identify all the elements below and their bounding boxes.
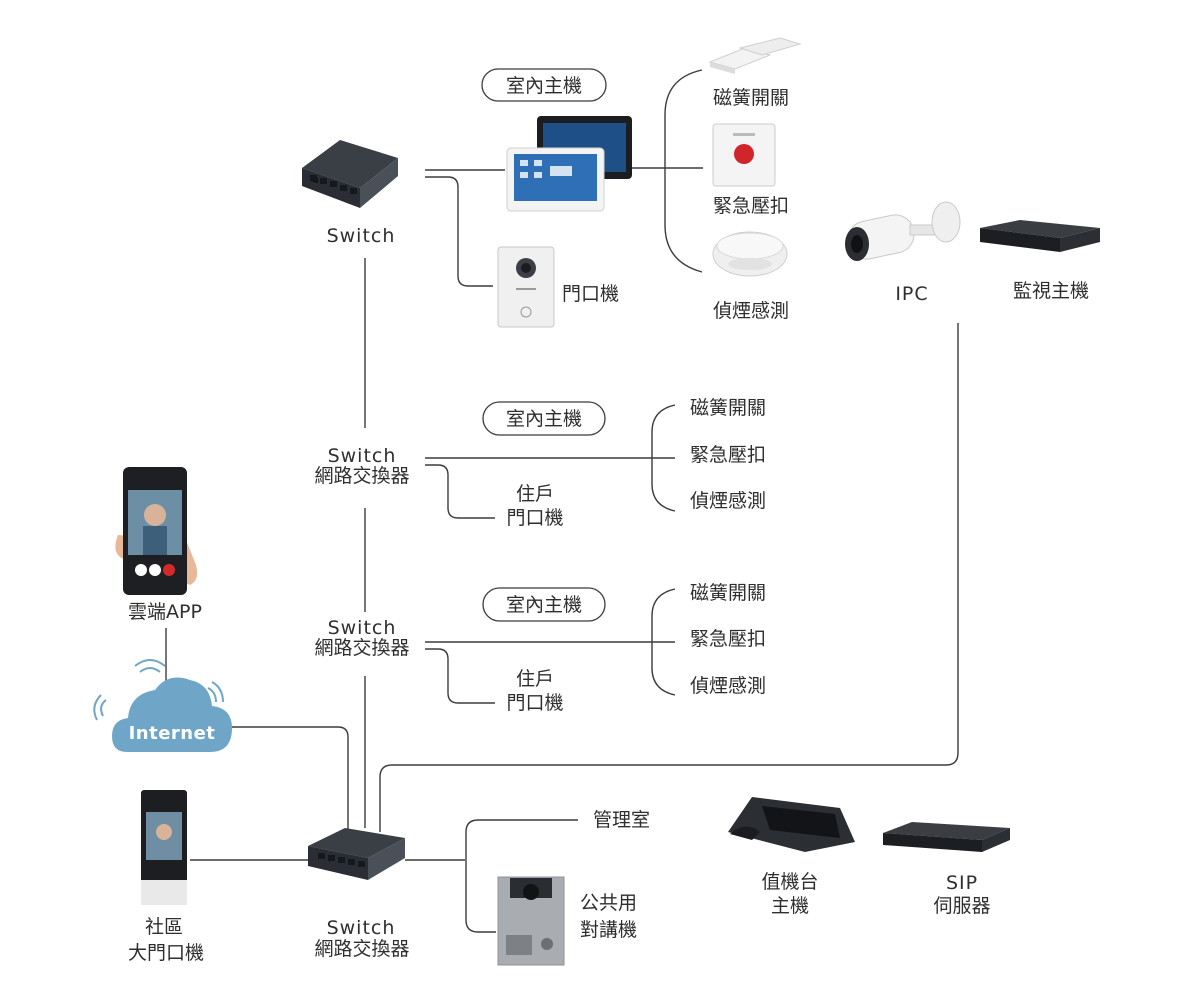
floor2-resident-label: 住戶 — [516, 668, 554, 690]
floor1-resident-label: 住戶 — [516, 483, 554, 505]
floor2-bracket — [651, 588, 676, 696]
wire-switch-door — [425, 176, 493, 287]
svg-text:室內主機: 室內主機 — [506, 408, 582, 430]
floor1-sensor-emergency: 緊急壓扣 — [690, 444, 766, 466]
ipc-camera-device — [845, 201, 961, 261]
top-indoor-pill: 室內主機 — [481, 68, 607, 102]
sip-sublabel: 伺服器 — [933, 895, 990, 917]
wifi-icon — [93, 659, 224, 721]
community-gate-label: 社區 — [145, 916, 183, 938]
mgmt-bracket — [465, 819, 578, 933]
ipc-label: IPC — [895, 283, 928, 305]
console-device — [728, 797, 855, 852]
indoor-monitor-device — [506, 116, 632, 212]
internet-label: Internet — [129, 723, 216, 744]
floor1-resident-sublabel: 門口機 — [506, 507, 563, 529]
floor2-sensor-reed: 磁簧開關 — [690, 582, 766, 604]
floor2-resident-line — [425, 648, 495, 704]
top-switch-label: Switch — [327, 225, 396, 247]
floor1-resident-line — [425, 464, 495, 519]
connection-lines — [165, 69, 959, 933]
community-gate-device — [141, 790, 187, 905]
bottom-switch-sublabel: 網路交換器 — [314, 938, 409, 960]
door-station-label: 門口機 — [562, 283, 619, 305]
top-sensor-smoke: 偵煙感測 — [713, 300, 789, 322]
smoke-detector-device — [712, 231, 788, 277]
floor1-switch-label: Switch — [328, 445, 397, 467]
floor2-sensor-emergency: 緊急壓扣 — [690, 628, 766, 650]
bottom-switch-device — [308, 828, 405, 880]
bottom-switch-label: Switch — [327, 917, 396, 939]
console-label: 值機台 — [761, 871, 818, 893]
floor2-switch-label: Switch — [328, 617, 397, 639]
top-sensor-reed: 磁簧開關 — [713, 87, 789, 109]
public-intercom-device — [497, 876, 565, 966]
public-intercom-label: 公共用 — [580, 892, 637, 914]
sip-label: SIP — [946, 872, 978, 894]
public-intercom-sublabel: 對講機 — [580, 919, 637, 941]
wire-ipc-switch — [379, 323, 959, 832]
floor1-sensor-reed: 磁簧開關 — [690, 397, 766, 419]
floor1-indoor-pill: 室內主機 — [482, 401, 606, 436]
svg-text:室內主機: 室內主機 — [506, 594, 582, 616]
emergency-button-device — [712, 123, 776, 187]
top-switch-device — [302, 140, 398, 208]
console-sublabel: 主機 — [771, 895, 809, 917]
svg-text:室內主機: 室內主機 — [506, 75, 582, 97]
wire-internet-switch — [232, 726, 349, 830]
floor2-switch-sublabel: 網路交換器 — [314, 637, 409, 659]
floor2-indoor-pill: 室內主機 — [482, 587, 606, 622]
community-gate-sublabel: 大門口機 — [128, 942, 204, 964]
cloud-app-label: 雲端APP — [128, 601, 202, 623]
floor1-sensor-smoke: 偵煙感測 — [690, 490, 766, 512]
sensor-bracket-top — [664, 69, 703, 273]
internet-cloud: Internet — [93, 659, 232, 752]
nvr-label: 監視主機 — [1013, 280, 1089, 302]
floor2-resident-sublabel: 門口機 — [506, 692, 563, 714]
reed-switch-device — [708, 37, 802, 74]
door-station-device — [497, 246, 555, 328]
management-label: 管理室 — [593, 809, 650, 831]
nvr-device — [980, 220, 1100, 252]
cloud-app-device — [115, 467, 198, 595]
floor2-sensor-smoke: 偵煙感測 — [690, 675, 766, 697]
floor1-bracket — [651, 404, 676, 512]
sip-server-device — [883, 822, 1010, 852]
top-sensor-emergency: 緊急壓扣 — [713, 195, 789, 217]
floor1-switch-sublabel: 網路交換器 — [314, 465, 409, 487]
